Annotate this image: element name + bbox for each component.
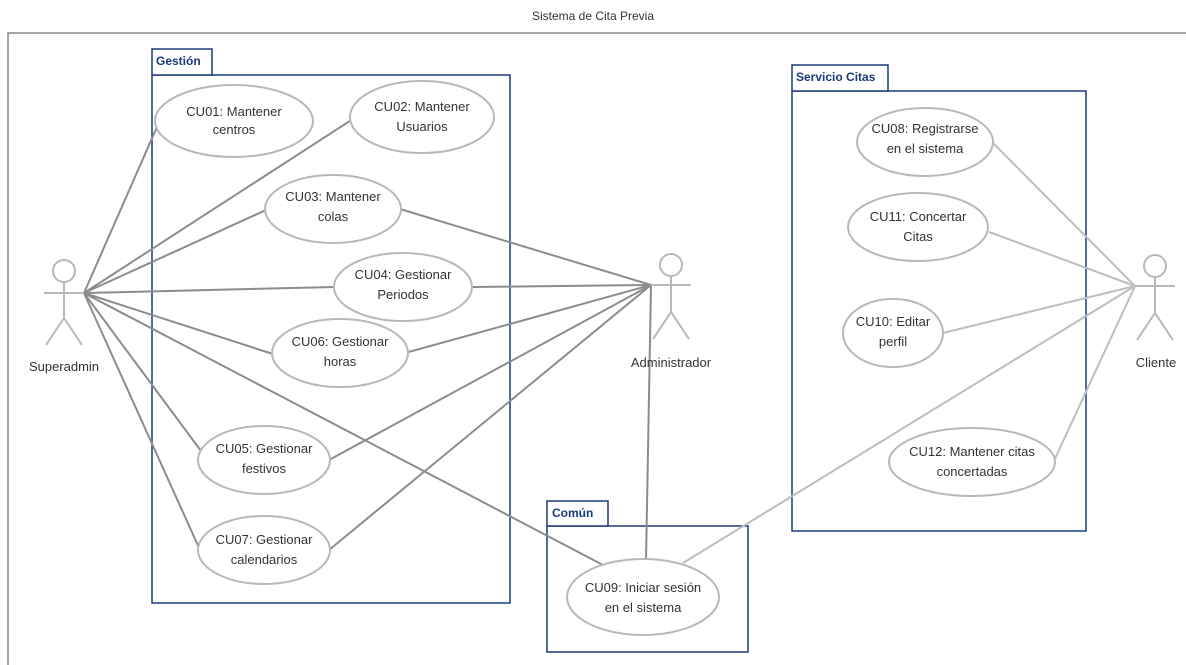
use-case-cu09-line2: en el sistema: [605, 600, 682, 615]
use-case-cu03-line1: CU03: Mantener: [285, 189, 381, 204]
actor-superadmin-label: Superadmin: [29, 359, 99, 374]
use-case-cu07-line2: calendarios: [231, 552, 298, 567]
system-title: Sistema de Cita Previa: [532, 9, 654, 23]
assoc-admin-cu04: [471, 284, 652, 288]
assoc-admin-cu07: [328, 284, 652, 551]
assoc-cliente-cu08: [991, 141, 1136, 287]
cliente-associations: [682, 141, 1136, 564]
use-case-cu12[interactable]: CU12: Mantener citas concertadas: [888, 427, 1056, 497]
use-case-cu10-line2: perfil: [879, 334, 907, 349]
assoc-superadmin-cu09: [83, 292, 604, 566]
use-case-cu08[interactable]: CU08: Registrarse en el sistema: [856, 107, 994, 177]
use-case-cu03-line2: colas: [318, 209, 349, 224]
assoc-superadmin-cu01: [83, 119, 161, 294]
use-case-cu12-line1: CU12: Mantener citas: [909, 444, 1035, 459]
assoc-cliente-cu09: [682, 285, 1136, 564]
assoc-superadmin-cu04: [83, 286, 335, 294]
package-servicio-label: Servicio Citas: [796, 70, 876, 84]
assoc-admin-cu09: [645, 284, 652, 562]
actor-cliente-label: Cliente: [1136, 355, 1176, 370]
assoc-superadmin-cu06: [83, 292, 277, 356]
use-case-cu02-line1: CU02: Mantener: [374, 99, 470, 114]
actor-stick-figure-icon: [44, 259, 84, 346]
actor-administrador[interactable]: Administrador: [631, 253, 712, 370]
assoc-admin-cu05: [328, 284, 652, 461]
use-case-cu11-line2: Citas: [903, 229, 933, 244]
use-case-cu09-line1: CU09: Iniciar sesión: [585, 580, 701, 595]
use-case-cu02-line2: Usuarios: [396, 119, 448, 134]
assoc-cliente-cu10: [942, 285, 1136, 334]
actor-administrador-label: Administrador: [631, 355, 712, 370]
actor-cliente[interactable]: Cliente: [1135, 254, 1176, 370]
assoc-superadmin-cu03: [83, 209, 267, 294]
use-case-cu11[interactable]: CU11: Concertar Citas: [847, 192, 989, 262]
assoc-admin-cu06: [404, 284, 652, 354]
superadmin-associations: [83, 116, 604, 566]
use-case-cu10[interactable]: CU10: Editar perfil: [842, 298, 944, 368]
package-comun-label: Común: [552, 506, 593, 520]
actor-stick-figure-icon: [651, 253, 691, 340]
use-case-cu03[interactable]: CU03: Mantener colas: [264, 174, 402, 244]
assoc-superadmin-cu07: [83, 292, 201, 551]
use-case-cu07[interactable]: CU07: Gestionar calendarios: [197, 515, 331, 585]
use-case-cu07-line1: CU07: Gestionar: [216, 532, 313, 547]
system-boundary: [7, 32, 1186, 665]
use-case-cu08-line1: CU08: Registrarse: [872, 121, 979, 136]
use-case-cu01-line1: CU01: Mantener: [186, 104, 282, 119]
assoc-cliente-cu11: [988, 231, 1136, 287]
use-case-cu05-line1: CU05: Gestionar: [216, 441, 313, 456]
use-case-cu04-line1: CU04: Gestionar: [355, 267, 452, 282]
assoc-superadmin-cu05: [83, 292, 205, 456]
use-case-cu06[interactable]: CU06: Gestionar horas: [271, 318, 409, 388]
assoc-superadmin-cu02: [83, 116, 357, 294]
use-case-cu04-line2: Periodos: [377, 287, 429, 302]
use-case-cu09[interactable]: CU09: Iniciar sesión en el sistema: [566, 558, 720, 636]
assoc-cliente-cu12: [1052, 285, 1136, 464]
assoc-admin-cu03: [399, 208, 652, 286]
package-gestion-label: Gestión: [156, 54, 201, 68]
use-case-cu05[interactable]: CU05: Gestionar festivos: [197, 425, 331, 495]
use-case-cu06-line2: horas: [324, 354, 357, 369]
use-case-cu08-line2: en el sistema: [887, 141, 964, 156]
use-case-cu01-line2: centros: [213, 122, 256, 137]
use-case-cu06-line1: CU06: Gestionar: [292, 334, 389, 349]
actor-superadmin[interactable]: Superadmin: [29, 259, 99, 374]
package-servicio-citas: Servicio Citas: [791, 64, 1087, 532]
use-case-cu12-line2: concertadas: [937, 464, 1008, 479]
use-case-cu04[interactable]: CU04: Gestionar Periodos: [333, 252, 473, 322]
actor-stick-figure-icon: [1135, 254, 1175, 341]
use-case-cu02[interactable]: CU02: Mantener Usuarios: [349, 80, 495, 154]
use-case-cu01[interactable]: CU01: Mantener centros: [154, 84, 314, 158]
package-gestion: Gestión: [151, 48, 511, 604]
use-case-cu11-line1: CU11: Concertar: [870, 209, 967, 224]
administrador-associations: [328, 208, 652, 562]
use-case-cu10-line1: CU10: Editar: [856, 314, 931, 329]
use-case-cu05-line2: festivos: [242, 461, 287, 476]
